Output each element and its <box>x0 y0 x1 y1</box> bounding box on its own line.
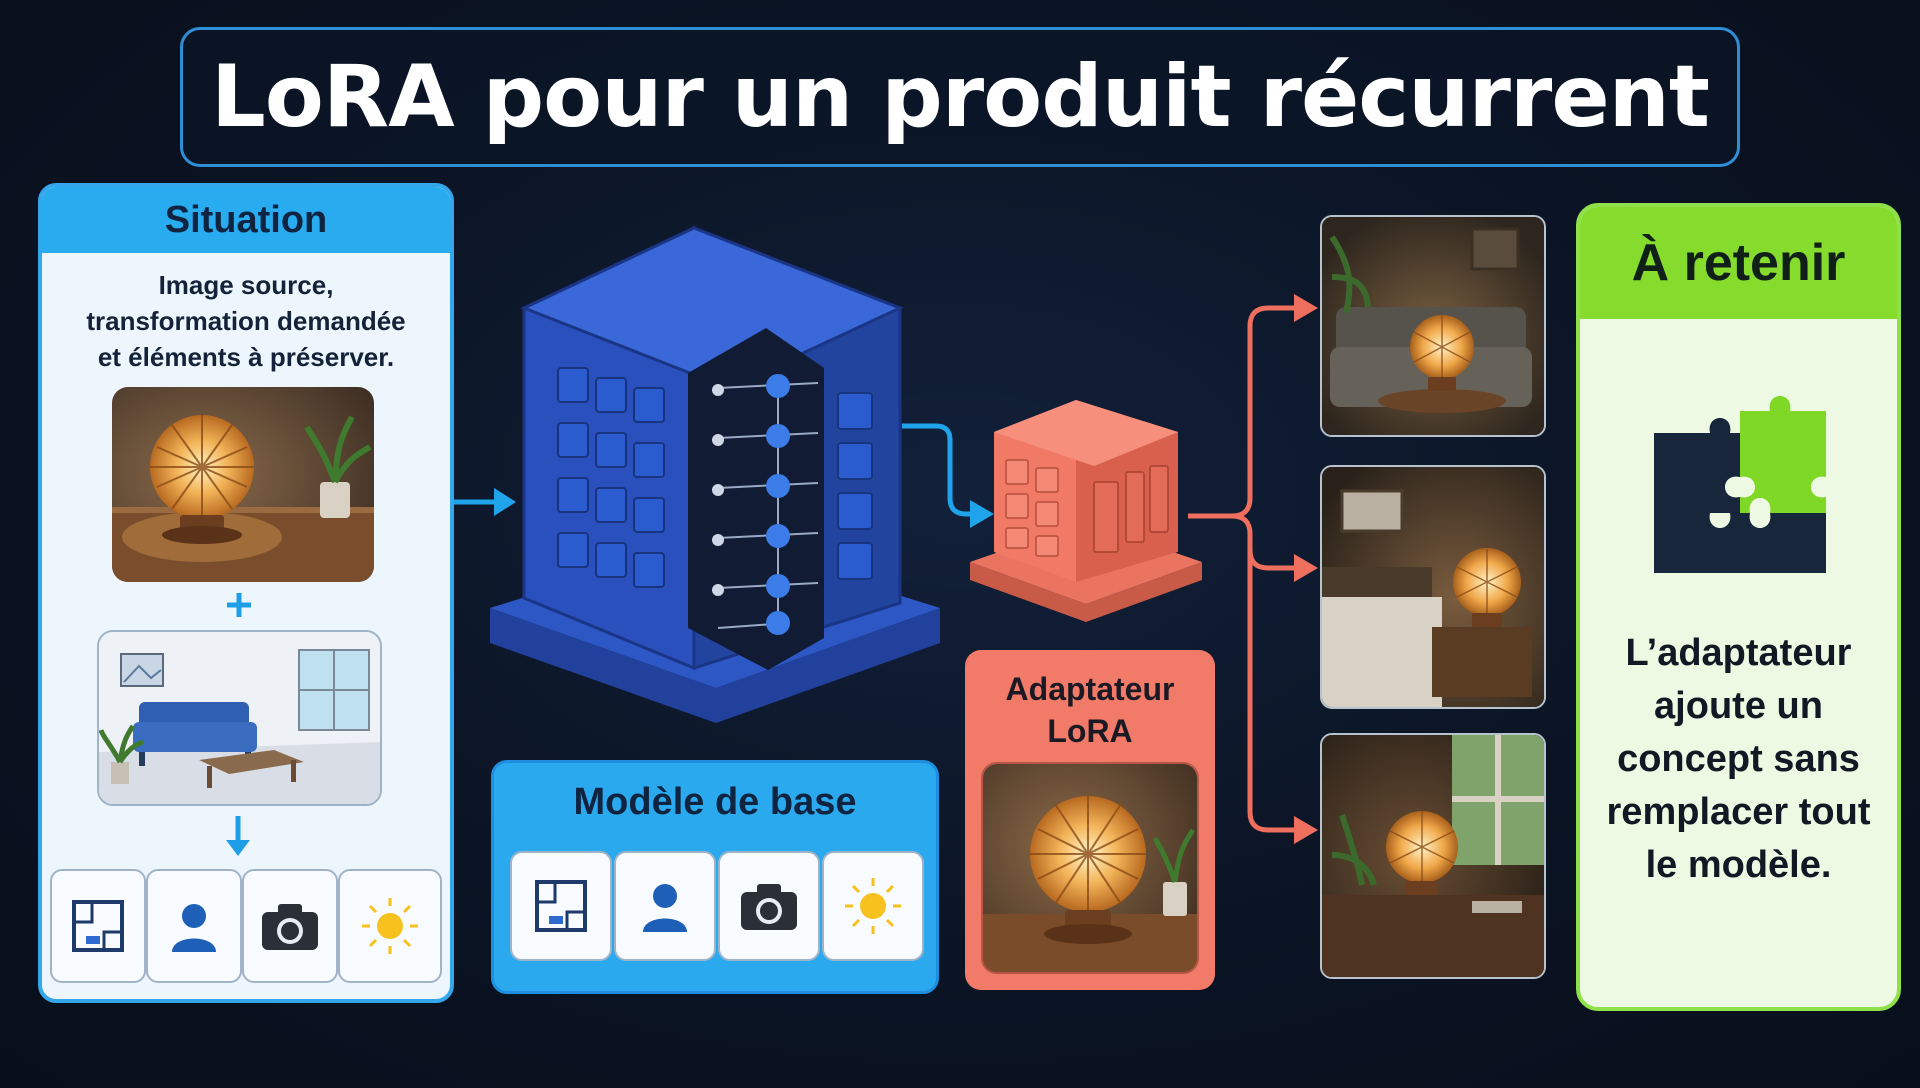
adapter-label-line: LoRA <box>1047 713 1133 749</box>
adapter-label: Adaptateur LoRA <box>965 668 1215 752</box>
source-lamp-image <box>112 387 374 582</box>
situation-header: Situation <box>42 187 450 253</box>
takeaway-heading: À retenir <box>1631 234 1846 292</box>
plus-icon <box>224 590 254 620</box>
result-image-bedroom <box>1320 465 1546 709</box>
arrow-down-icon <box>222 814 254 858</box>
floorplan-icon <box>510 851 612 961</box>
takeaway-line: remplacer tout <box>1606 791 1871 833</box>
adapter-label-line: Adaptateur <box>1005 671 1175 707</box>
situation-description-line: transformation demandée <box>86 306 406 336</box>
base-model-panel: Modèle de base <box>491 760 939 994</box>
takeaway-body: L’adaptateur ajoute un concept sans remp… <box>1588 627 1889 892</box>
person-icon <box>146 869 242 983</box>
adapter-cube-illustration <box>966 372 1206 622</box>
situation-description: Image source, transformation demandée et… <box>52 267 440 375</box>
branch-arrows-icon <box>1186 292 1322 852</box>
camera-icon <box>718 851 820 961</box>
arrow-to-adapter-icon <box>900 410 996 540</box>
takeaway-line: le modèle. <box>1645 844 1832 886</box>
base-model-label: Modèle de base <box>573 781 857 823</box>
sun-icon <box>822 851 924 961</box>
adapter-panel: Adaptateur LoRA <box>965 650 1215 990</box>
floorplan-icon <box>50 869 146 983</box>
situation-panel: Situation Image source, transformation d… <box>38 183 454 1003</box>
arrow-right-icon <box>452 482 518 522</box>
takeaway-line: concept sans <box>1617 738 1860 780</box>
sun-icon <box>338 869 442 983</box>
room-sketch-image <box>97 630 382 806</box>
adapter-lamp-image <box>981 762 1199 974</box>
situation-description-line: Image source, <box>158 270 334 300</box>
camera-icon <box>242 869 338 983</box>
person-icon <box>614 851 716 961</box>
situation-description-line: et éléments à préserver. <box>97 342 395 372</box>
result-image-living-room <box>1320 215 1546 437</box>
page-title: LoRA pour un produit récurrent <box>210 47 1710 147</box>
takeaway-panel: À retenir L’adaptateur ajoute un concept… <box>1576 203 1901 1011</box>
takeaway-header: À retenir <box>1580 207 1897 319</box>
title-banner: LoRA pour un produit récurrent <box>180 27 1740 167</box>
takeaway-line: L’adaptateur <box>1625 632 1852 674</box>
result-image-window-desk <box>1320 733 1546 979</box>
situation-heading: Situation <box>164 198 328 241</box>
takeaway-line: ajoute un <box>1654 685 1823 727</box>
base-model-cube-illustration <box>488 218 948 758</box>
puzzle-icon <box>1650 393 1830 577</box>
